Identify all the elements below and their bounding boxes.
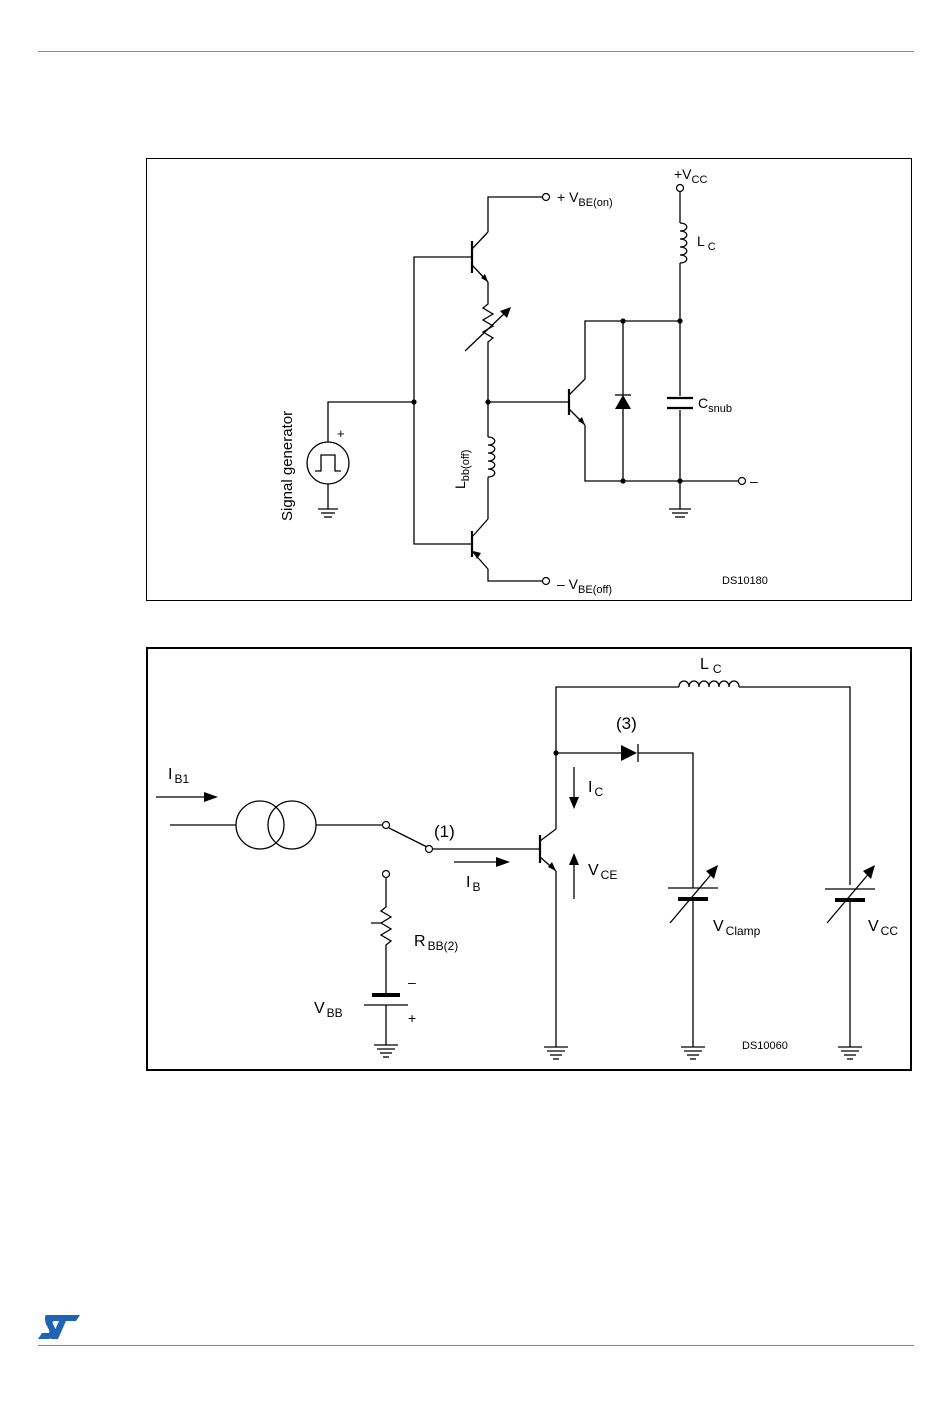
label-1: (1) xyxy=(434,822,455,841)
diode-top-node xyxy=(620,318,625,323)
vbb-minus-label: – xyxy=(408,974,416,990)
switch-contact-1[interactable] xyxy=(383,822,390,829)
ground-vcc xyxy=(838,1047,862,1059)
vcc-wire xyxy=(739,687,850,885)
csnub-label: Csnub xyxy=(698,395,732,415)
lc-inductor-horizontal xyxy=(679,681,739,687)
ground-vclamp xyxy=(681,1047,705,1059)
vclamp-wire xyxy=(638,753,693,888)
figure-1-code: DS10180 xyxy=(722,575,768,587)
variable-resistor xyxy=(465,282,511,402)
collector-wire xyxy=(585,321,680,379)
vbe-off-label: – VBE(off) xyxy=(557,576,612,596)
vbb-plus-label: + xyxy=(408,1010,416,1026)
vbe-on-terminal[interactable] xyxy=(543,194,550,201)
rbb-resistor xyxy=(371,878,391,995)
transformer-coil-2 xyxy=(268,801,316,849)
figure-1-test-circuit: + VBE(on) Lbb(off) – VBE(off) + Signal g… xyxy=(146,158,912,601)
diode-bottom-node xyxy=(620,478,625,483)
signal-generator: + xyxy=(307,402,414,517)
ground-vbb xyxy=(374,1045,398,1057)
vcc-label: +VCC xyxy=(674,166,707,186)
vbe-off-wire xyxy=(488,569,543,581)
minus-terminal[interactable] xyxy=(739,478,746,485)
vbb-battery xyxy=(364,995,408,1045)
vbe-off-terminal[interactable] xyxy=(543,578,550,585)
vclamp-variable-source xyxy=(668,865,718,1047)
generator-plus-label: + xyxy=(337,426,345,441)
clamp-diode xyxy=(621,745,637,761)
lbb-off-label: Lbb(off) xyxy=(452,450,472,489)
vbe-on-label: + VBE(on) xyxy=(557,189,613,209)
vcc-terminal[interactable] xyxy=(677,185,684,192)
freewheel-diode xyxy=(615,321,631,481)
figure-2-code: DS10060 xyxy=(742,1040,788,1052)
label-3: (3) xyxy=(616,714,637,733)
switch-contact-2[interactable] xyxy=(426,846,433,853)
switch-arm[interactable] xyxy=(389,828,427,847)
figure-1-schematic: + VBE(on) Lbb(off) – VBE(off) + Signal g… xyxy=(147,159,913,602)
dut-npn-transistor xyxy=(569,379,585,425)
lbb-off-inductor xyxy=(488,402,495,519)
emitter-wire xyxy=(585,425,738,481)
transformer-coil-1 xyxy=(236,801,284,849)
bottom-rule xyxy=(38,1345,914,1346)
vbe-on-wire xyxy=(488,197,543,232)
base-drive-bus xyxy=(414,257,472,544)
upper-npn-transistor xyxy=(472,232,488,282)
signal-generator-label: Signal generator xyxy=(279,411,296,521)
top-rule xyxy=(38,51,914,52)
dut-transistor-2 xyxy=(540,829,556,871)
ground-symbol xyxy=(669,481,691,517)
minus-terminal-label: – xyxy=(750,473,758,489)
snubber-capacitor xyxy=(667,321,693,481)
lower-pnp-transistor xyxy=(472,519,488,569)
rbb-terminal[interactable] xyxy=(383,871,390,878)
st-logo xyxy=(36,1313,82,1341)
vcc-variable-source xyxy=(825,865,875,1047)
ground-emitter xyxy=(544,1047,568,1059)
lc-inductor xyxy=(680,192,687,321)
